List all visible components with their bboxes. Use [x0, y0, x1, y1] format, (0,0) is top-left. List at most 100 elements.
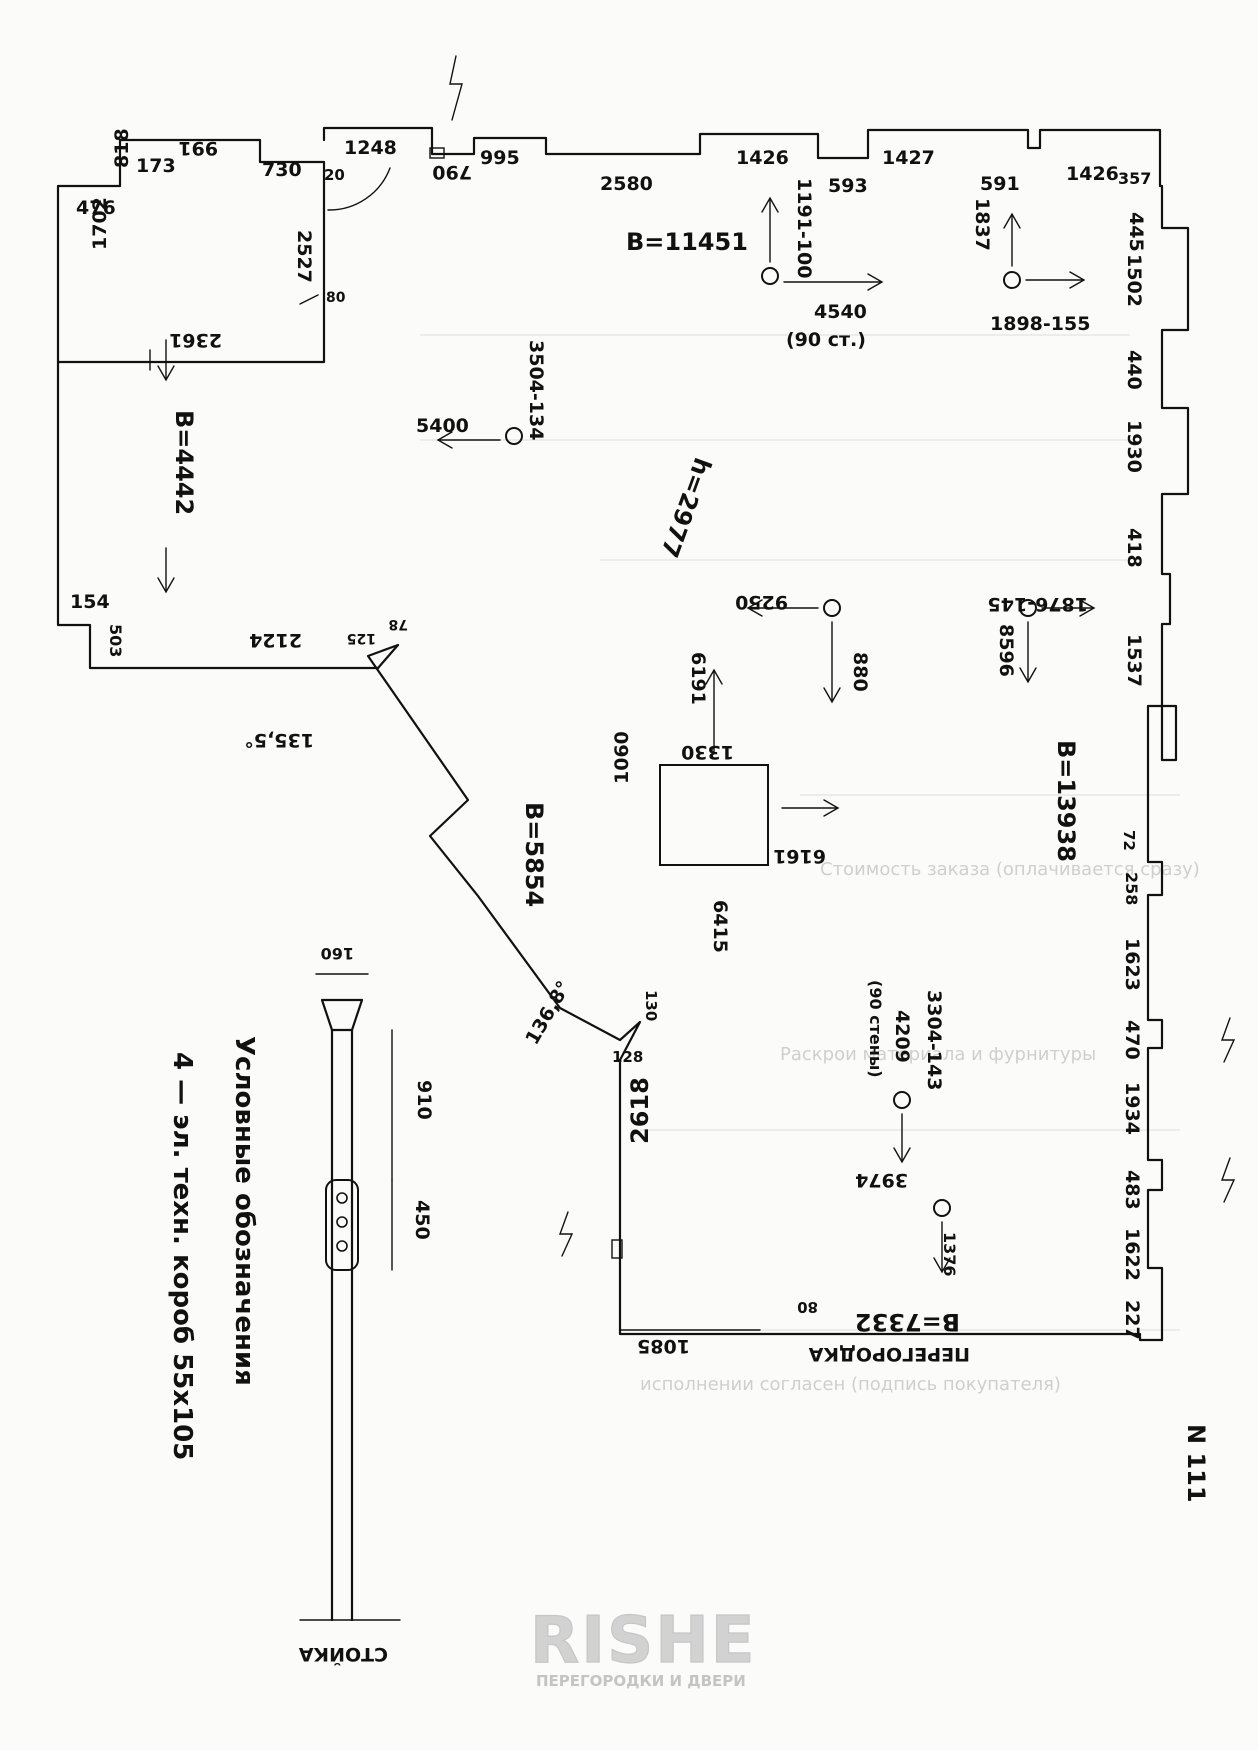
height-b-left: B=4442 — [170, 410, 198, 515]
dim-label: 258 — [1122, 872, 1141, 905]
column-dim-right: 6161 — [773, 845, 826, 867]
top-wall-labels: 818 173 991 730 20 1248 790 995 2580 142… — [111, 128, 1151, 197]
height-b-right: B=13938 — [1052, 740, 1080, 862]
dim-label: 2580 — [600, 173, 653, 195]
point-label: 1876-145 — [988, 593, 1088, 615]
legend-line: 4 — эл. техн. короб 55х105 — [167, 1052, 197, 1460]
dim-label: 1930 — [1123, 420, 1145, 473]
rack-label: СТОЙКА — [299, 1643, 388, 1666]
svg-text:исполнении согласен (подпись п: исполнении согласен (подпись покупателя) — [640, 1374, 1061, 1395]
electrical-box-markers — [429, 55, 1236, 1259]
dim-label: 445 — [1125, 212, 1147, 252]
point-label: 1191-100 — [793, 178, 815, 278]
point-label: 1376 — [940, 1232, 959, 1277]
measure-point-7 — [933, 1199, 951, 1217]
point-label: 5400 — [416, 415, 469, 437]
logo-tagline: ПЕРЕГОРОДКИ И ДВЕРИ — [536, 1672, 746, 1690]
brand-logo: RISHE ПЕРЕГОРОДКИ И ДВЕРИ — [529, 1603, 755, 1690]
dim-label: 440 — [1123, 350, 1145, 390]
dim-label: 154 — [70, 591, 110, 613]
point-label: (90 ст.) — [786, 329, 866, 351]
legend: Условные обозначения 4 — эл. техн. короб… — [167, 944, 435, 1666]
dim-label: 173 — [136, 155, 176, 177]
dim-label: 1934 — [1121, 1082, 1143, 1135]
direction-arrows — [157, 196, 1096, 1274]
dim-label: 2361 — [169, 329, 222, 351]
right-wall-labels: 445 1502 440 1930 418 1537 72 258 1623 4… — [1120, 212, 1147, 1340]
point-label: 880 — [849, 652, 871, 692]
height-labels: B=11451 B=4442 B=13938 B=5854 B=7332 h=2… — [170, 228, 1080, 1336]
dim-label: 1426 — [736, 147, 789, 169]
dim-label: 418 — [1123, 528, 1145, 568]
point-label: 3504-134 — [525, 340, 547, 440]
dim-label: 78 — [389, 616, 408, 632]
dim-label: 1537 — [1123, 634, 1145, 687]
dim-label: 72 — [1120, 830, 1138, 851]
dim-label: 227 — [1121, 1300, 1143, 1340]
dim-label: 476 — [76, 197, 116, 219]
rack-dim2: 450 — [411, 1200, 433, 1240]
column-dim-top2: 1330 — [681, 741, 734, 763]
measurement-points — [505, 267, 1037, 1217]
measure-point-2 — [1003, 271, 1021, 289]
dim-label: 730 — [262, 159, 302, 181]
dim-label: 1426 — [1066, 163, 1119, 185]
dim-label: 80 — [326, 290, 346, 306]
svg-text:Стоимость заказа (оплачивается: Стоимость заказа (оплачивается сразу) — [820, 859, 1200, 880]
dim-label: 2124 — [249, 629, 302, 651]
dim-label: 1502 — [1123, 254, 1145, 307]
dim-label: 483 — [1121, 1170, 1143, 1210]
point-label: (90 стены) — [866, 980, 885, 1078]
measure-point-6 — [893, 1091, 911, 1109]
point-label: 3304-143 — [923, 990, 945, 1090]
dim-label: 470 — [1121, 1020, 1143, 1060]
measure-point-5 — [1019, 599, 1037, 617]
dim-label: 357 — [1118, 169, 1151, 188]
point-label: 4540 — [814, 301, 867, 323]
dim-label: 1702 — [89, 197, 111, 250]
column-labels: 1060 6191 1330 6161 6415 — [611, 652, 826, 953]
point-label: 8596 — [995, 624, 1017, 677]
legend-title: Условные обозначения — [229, 1036, 259, 1386]
dim-label: 995 — [480, 147, 520, 169]
center-column — [659, 764, 769, 866]
angle-label: 130 — [642, 990, 660, 1021]
sheet-number: N 111 — [1182, 1424, 1210, 1503]
point-label: 4209 — [891, 1010, 913, 1063]
rack-width: 160 — [321, 944, 354, 963]
rack-drawing — [299, 973, 401, 1622]
angle-labels: 135,5° 136,8° 130 128 — [244, 729, 660, 1066]
dim-label: 503 — [106, 624, 125, 657]
point-label: 3974 — [855, 1169, 908, 1191]
dim-label: 2527 — [293, 230, 315, 283]
measure-point-3 — [505, 427, 523, 445]
dim-label: 1427 — [882, 147, 935, 169]
lower-mark: 80 — [797, 1298, 818, 1316]
measure-point-1 — [761, 267, 779, 285]
svg-text:Раскрои материала и фурнитуры: Раскрои материала и фурнитуры — [780, 1044, 1096, 1065]
dim-label: 1623 — [1121, 938, 1143, 991]
lower-bottom: 1085 — [637, 1335, 690, 1357]
dim-label: 790 — [432, 161, 472, 183]
dim-label: 591 — [980, 173, 1020, 195]
dim-label: 1622 — [1121, 1228, 1143, 1281]
point-label: 1898-155 — [990, 313, 1090, 335]
angle-label: 135,5° — [244, 729, 314, 751]
top-left-room — [56, 138, 326, 371]
height-b-diag: B=5854 — [520, 802, 548, 907]
point-label: 9250 — [735, 591, 788, 613]
lower-room-labels: 2618 1085 80 ПЕРЕГОРОДКА — [626, 1077, 970, 1365]
height-b-bottom: B=7332 — [855, 1308, 960, 1336]
lower-left-side: 2618 — [626, 1077, 654, 1144]
column-dim-bottom: 6415 — [709, 900, 731, 953]
left-wall-labels: 476 1702 2527 80 2361 154 503 2124 125 7… — [70, 197, 408, 657]
angle-label: 128 — [612, 1048, 643, 1066]
height-b-top: B=11451 — [626, 228, 748, 256]
dim-label: 1248 — [344, 137, 397, 159]
dim-label: 20 — [324, 166, 345, 184]
main-outline — [56, 126, 1190, 1342]
dim-label: 593 — [828, 175, 868, 197]
dim-label: 991 — [178, 137, 218, 159]
